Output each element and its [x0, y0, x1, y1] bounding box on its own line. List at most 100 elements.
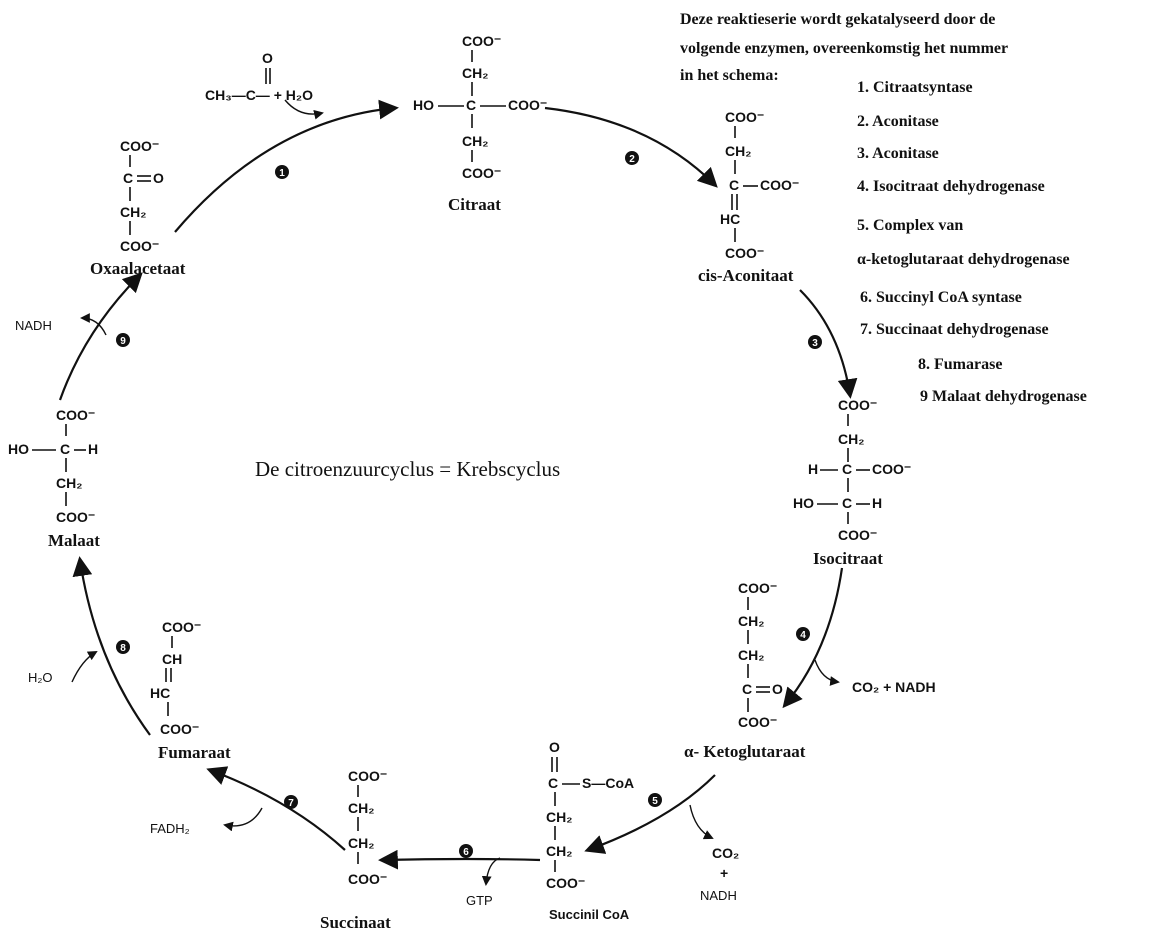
side-fadh2: FADH₂: [150, 821, 190, 836]
label-ketoglutaraat: α- Ketoglutaraat: [684, 742, 806, 761]
legend-intro-3: in het schema:: [680, 67, 779, 84]
svg-text:COO⁻: COO⁻: [760, 177, 799, 193]
svg-text:2: 2: [629, 154, 635, 165]
step-badge-5: 5: [648, 793, 662, 807]
svg-text:COO⁻: COO⁻: [160, 721, 199, 737]
arrow-step-7: [206, 766, 346, 851]
side-arrow-nadh-9: [80, 313, 107, 336]
svg-text:C: C: [842, 461, 852, 477]
step-badge-2: 2: [625, 151, 639, 165]
molecule-malaat: COO⁻ HO C H CH₂ COO⁻ Malaat: [8, 407, 100, 550]
svg-text:CH₂: CH₂: [738, 613, 764, 629]
side-nadh-9: NADH: [15, 318, 52, 333]
molecule-citraat: COO⁻ CH₂ HO C COO⁻ CH₂ COO⁻ Citraat: [413, 33, 547, 214]
legend-enzyme-2: 2. Aconitase: [857, 113, 939, 130]
svg-text:CH₃—C— + H₂O: CH₃—C— + H₂O: [205, 87, 313, 103]
acetyl-input: O CH₃—C— + H₂O: [205, 50, 313, 103]
side-co2-nadh-4: CO₂ + NADH: [852, 679, 936, 695]
svg-text:H: H: [872, 495, 882, 511]
svg-text:CH₂: CH₂: [56, 475, 82, 491]
svg-text:O: O: [549, 739, 560, 755]
svg-text:COO⁻: COO⁻: [462, 33, 501, 49]
side-co2-5: CO₂: [712, 845, 739, 861]
svg-text:CH: CH: [162, 651, 182, 667]
svg-text:H: H: [88, 441, 98, 457]
diagram-title: De citroenzuurcyclus = Krebscyclus: [255, 457, 560, 481]
svg-text:COO⁻: COO⁻: [56, 407, 95, 423]
svg-text:1: 1: [279, 168, 285, 179]
label-fumaraat: Fumaraat: [158, 743, 231, 762]
arrow-step-1: [174, 99, 399, 233]
svg-text:CH₂: CH₂: [462, 65, 488, 81]
svg-text:HC: HC: [720, 211, 740, 227]
svg-text:CH₂: CH₂: [838, 431, 864, 447]
svg-text:9: 9: [120, 336, 126, 347]
side-nadh-5: NADH: [700, 888, 737, 903]
side-arrow-h2o: [71, 651, 98, 683]
svg-text:6: 6: [463, 847, 469, 858]
step-badge-4: 4: [796, 627, 810, 641]
step-badge-7: 7: [284, 795, 298, 809]
label-malaat: Malaat: [48, 531, 100, 550]
svg-text:COO⁻: COO⁻: [508, 97, 547, 113]
svg-text:4: 4: [800, 630, 806, 641]
label-oxaalacetaat: Oxaalacetaat: [90, 259, 186, 278]
svg-text:COO⁻: COO⁻: [838, 527, 877, 543]
legend-enzyme-1: 1. Citraatsyntase: [857, 79, 973, 96]
svg-text:COO⁻: COO⁻: [838, 397, 877, 413]
arrow-step-5: [584, 774, 716, 854]
svg-text:7: 7: [288, 798, 294, 809]
step-badge-6: 6: [459, 844, 473, 858]
enzyme-legend: Deze reaktieserie wordt gekatalyseerd do…: [680, 11, 1087, 405]
svg-text:CH₂: CH₂: [546, 809, 572, 825]
molecule-ketoglutaraat: COO⁻ CH₂ CH₂ C O COO⁻ α- Ketoglutaraat: [684, 580, 806, 761]
side-plus-5: +: [720, 865, 728, 881]
svg-text:CH₂: CH₂: [462, 133, 488, 149]
molecule-succinaat: COO⁻ CH₂ CH₂ COO⁻ Succinaat: [320, 768, 391, 932]
label-isocitraat: Isocitraat: [813, 549, 883, 568]
svg-text:CH₂: CH₂: [725, 143, 751, 159]
label-succinaat: Succinaat: [320, 913, 391, 932]
step-badge-1: 1: [275, 165, 289, 179]
svg-text:COO⁻: COO⁻: [725, 109, 764, 125]
svg-text:HO: HO: [8, 441, 29, 457]
svg-text:S—CoA: S—CoA: [582, 775, 634, 791]
arrow-step-2: [544, 106, 718, 188]
step-badge-3: 3: [808, 335, 822, 349]
svg-text:C: C: [60, 441, 70, 457]
svg-text:C: C: [742, 681, 752, 697]
svg-text:COO⁻: COO⁻: [725, 245, 764, 261]
svg-text:COO⁻: COO⁻: [120, 138, 159, 154]
svg-text:5: 5: [652, 796, 658, 807]
svg-text:C: C: [466, 97, 476, 113]
svg-text:CH₂: CH₂: [348, 835, 374, 851]
svg-text:O: O: [262, 50, 273, 66]
legend-enzyme-3: 3. Aconitase: [857, 145, 939, 162]
side-arrow-co2-4: [814, 659, 840, 686]
svg-text:COO⁻: COO⁻: [56, 509, 95, 525]
step-badge-8: 8: [116, 640, 130, 654]
legend-intro-2: volgende enzymen, overeenkomstig het num…: [680, 40, 1008, 57]
svg-text:COO⁻: COO⁻: [738, 580, 777, 596]
svg-text:COO⁻: COO⁻: [872, 461, 911, 477]
svg-text:COO⁻: COO⁻: [546, 875, 585, 891]
arrow-step-6: [378, 849, 541, 870]
molecule-succinil-coa: O C S—CoA CH₂ CH₂ COO⁻ Succinil CoA: [546, 739, 634, 922]
legend-enzyme-6: 6. Succinyl CoA syntase: [860, 289, 1022, 306]
svg-text:H: H: [808, 461, 818, 477]
svg-text:C: C: [123, 170, 133, 186]
legend-enzyme-5: 5. Complex van: [857, 217, 963, 234]
step-badge-9: 9: [116, 333, 130, 347]
svg-text:COO⁻: COO⁻: [348, 768, 387, 784]
svg-text:CH₂: CH₂: [120, 204, 146, 220]
legend-enzyme-7: 7. Succinaat dehydrogenase: [860, 321, 1049, 338]
side-gtp: GTP: [466, 893, 493, 908]
side-arrow-gtp: [481, 857, 501, 886]
molecule-fumaraat: COO⁻ CH HC COO⁻ Fumaraat: [150, 619, 231, 762]
label-cis-aconitaat: cis-Aconitaat: [698, 266, 794, 285]
legend-enzyme-8: 8. Fumarase: [918, 356, 1002, 373]
svg-text:CH₂: CH₂: [738, 647, 764, 663]
svg-text:COO⁻: COO⁻: [162, 619, 201, 635]
svg-text:COO⁻: COO⁻: [348, 871, 387, 887]
